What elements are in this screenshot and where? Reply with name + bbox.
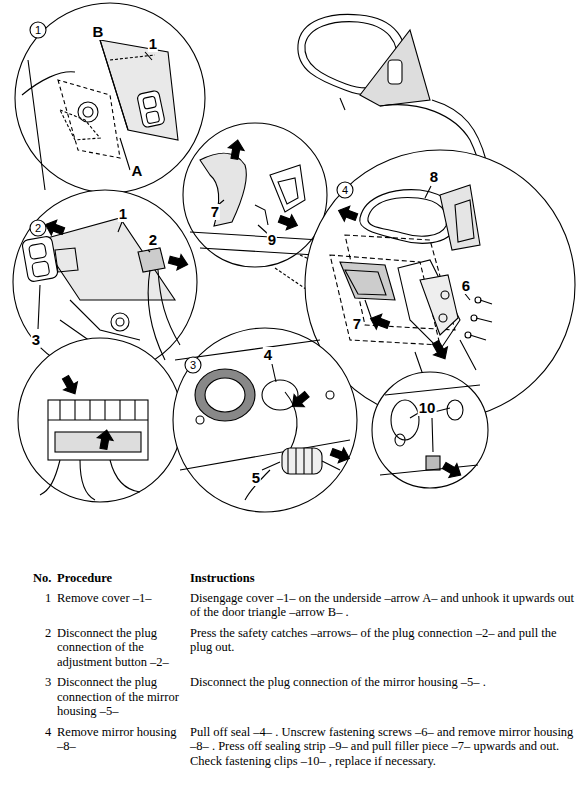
table-cell: Disengage cover –1– on the underside –ar… (190, 591, 575, 620)
callout-number: 4 (263, 347, 273, 363)
callout-number: 8 (429, 169, 439, 185)
callout-number: 5 (251, 470, 261, 486)
step-number: 4 (45, 725, 55, 740)
step-circle-number: 1 (35, 24, 41, 36)
callout-number: 7 (210, 204, 220, 220)
callout-number: A (131, 163, 144, 179)
table-header: Procedure (57, 571, 183, 586)
table-cell: Pull off seal –4– . Unscrew fastening sc… (190, 725, 575, 769)
callout-number: 6 (461, 278, 471, 294)
step-number: 2 (45, 626, 55, 641)
callout-number: 7 (352, 316, 362, 332)
callout-number: 3 (31, 332, 41, 348)
table-cell: Remove cover –1– (57, 591, 183, 606)
callout-number: 9 (267, 232, 277, 248)
step-circle-number: 4 (342, 184, 348, 196)
table-cell: Remove mirror housing –8– (57, 725, 183, 754)
callout-number: 1 (118, 206, 128, 222)
table-header: No. (33, 571, 57, 586)
callout-number: 10 (418, 400, 437, 416)
table-cell: Press the safety catches –arrows– of the… (190, 626, 575, 655)
step-circle-number: 3 (190, 359, 196, 371)
step-number: 3 (45, 675, 55, 690)
step-number: 1 (45, 591, 55, 606)
callout-number: 1 (148, 36, 158, 52)
step-circle-number: 2 (35, 222, 41, 234)
table-cell: Disconnect the plug connection of the mi… (57, 675, 183, 719)
table-header: Instructions (190, 571, 575, 586)
callout-number: B (92, 24, 105, 40)
table-cell: Disconnect the plug connection of the mi… (190, 675, 575, 690)
callout-number: 2 (148, 232, 158, 248)
table-cell: Disconnect the plug connection of the ad… (57, 626, 183, 670)
